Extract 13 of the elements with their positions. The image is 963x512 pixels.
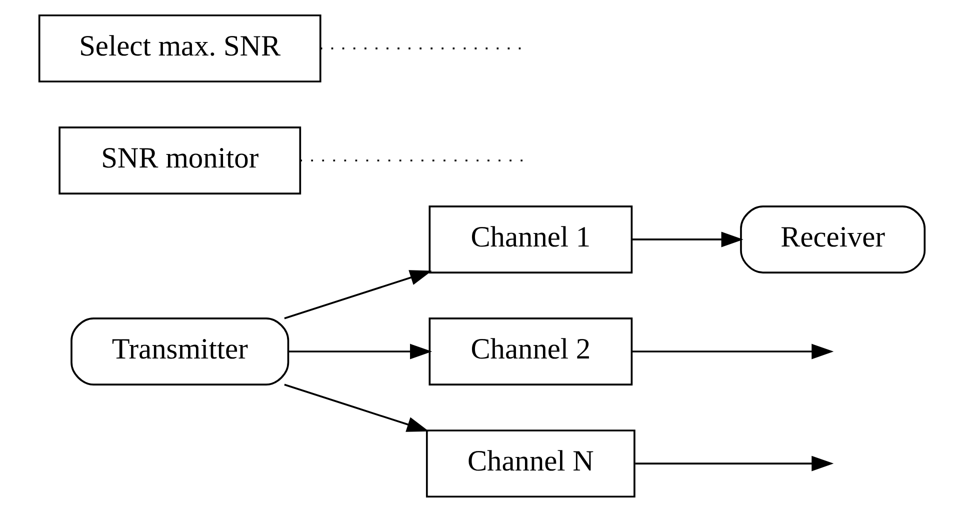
node-box: Transmitter xyxy=(70,318,289,386)
node-box: SNR monitor xyxy=(58,126,301,194)
node-box: Channel 1 xyxy=(428,206,632,274)
arrow xyxy=(631,232,743,248)
node-box: Channel 2 xyxy=(428,318,632,386)
arrow xyxy=(284,384,428,432)
node-box: Channel N xyxy=(425,430,635,498)
node-box: Receiver xyxy=(740,206,926,274)
arrow xyxy=(284,270,432,320)
node-box: Select max. SNR xyxy=(38,14,321,82)
arrow xyxy=(634,456,834,472)
arrow xyxy=(631,344,834,360)
arrow xyxy=(288,344,432,360)
